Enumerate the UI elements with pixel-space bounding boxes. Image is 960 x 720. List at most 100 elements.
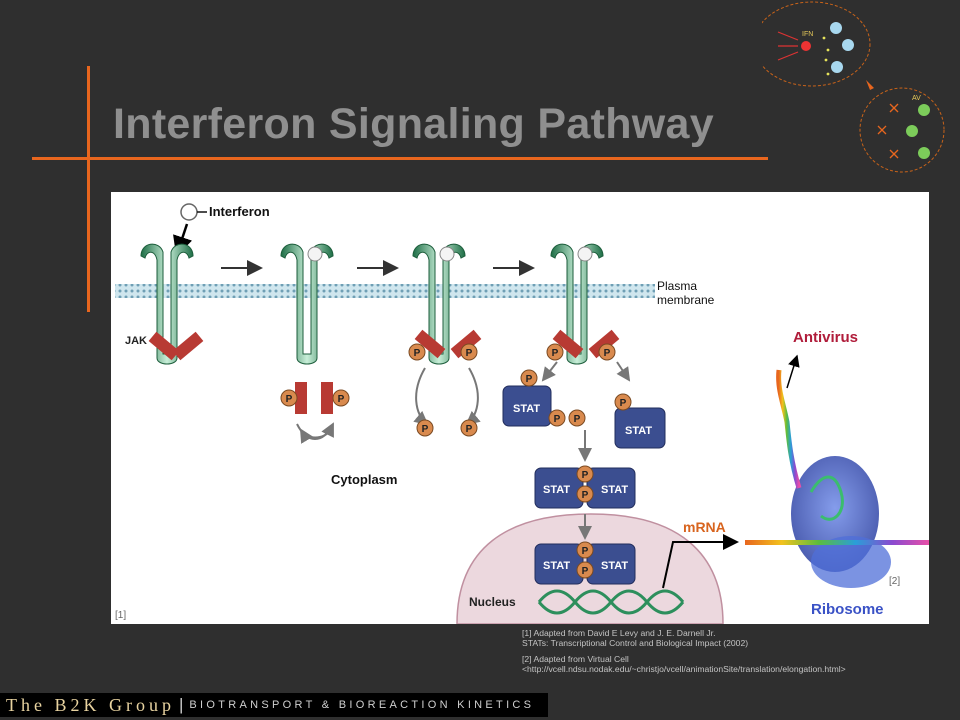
nucleus-label: Nucleus	[469, 595, 516, 609]
stat-label: STAT	[625, 425, 652, 437]
protected-cell	[918, 104, 930, 116]
bound-interferon	[439, 246, 455, 262]
footer-tagline: BIOTRANSPORT & BIOREACTION KINETICS	[189, 699, 535, 711]
av-label: AV	[912, 95, 921, 102]
phosphate-group	[576, 541, 594, 559]
phosphate-group	[576, 561, 594, 579]
reference-1: [1] Adapted from David E Levy and J. E. …	[522, 628, 749, 648]
jak-kinase	[552, 329, 584, 359]
phosphate-label: P	[574, 414, 581, 425]
phosphate-label: P	[582, 546, 589, 557]
stat-label: STAT	[543, 560, 570, 572]
phosphate-label: P	[466, 424, 473, 435]
bound-interferon	[577, 246, 593, 262]
bound-interferon	[307, 246, 323, 262]
phosphate-group	[408, 343, 426, 361]
footer-brand: The B2K Group	[6, 694, 175, 715]
dna-strand	[537, 589, 685, 615]
pathway-figure: Plasma membrane Nucleus Interferon JAK	[111, 192, 929, 624]
ifn-source-cell	[801, 41, 811, 51]
transition-arrow-icon	[866, 80, 874, 90]
phosphate-label: P	[582, 490, 589, 501]
jak-kinase	[588, 329, 620, 359]
antivirus-label: Antivirus	[793, 329, 858, 346]
receptor	[280, 243, 334, 365]
phosphate-label: P	[554, 414, 561, 425]
footer-separator: |	[178, 695, 184, 714]
signal-arrow	[777, 31, 799, 41]
protected-cell	[918, 147, 930, 159]
phosphate-group	[460, 419, 478, 437]
transcription-arrow	[662, 534, 739, 589]
jak-kinase	[450, 329, 482, 359]
phosphate-group	[460, 343, 478, 361]
phosphate-label: P	[582, 470, 589, 481]
av-cell-outline	[859, 87, 945, 173]
ifn-cell-outline	[762, 1, 871, 87]
cell-response-graphic: IFN AV	[762, 1, 945, 173]
phosphate-group	[548, 409, 566, 427]
phosphate-group	[332, 389, 350, 407]
phosphate-label: P	[526, 374, 533, 385]
accent-vertical-line	[87, 66, 90, 312]
membrane-label: membrane	[657, 293, 715, 307]
phosphate-label: P	[552, 348, 559, 359]
interferon-label: Interferon	[209, 204, 270, 219]
references: [1] Adapted from David E Levy and J. E. …	[522, 628, 952, 680]
phosphate-group	[520, 369, 538, 387]
blocked-virus-icon	[877, 103, 899, 159]
target-cell	[831, 61, 843, 73]
phosphate-label: P	[582, 566, 589, 577]
pathway-diagram: Plasma membrane Nucleus Interferon JAK	[115, 203, 929, 624]
phosphate-label: P	[338, 394, 345, 405]
membrane-label: Plasma	[657, 279, 697, 293]
stat-protein	[614, 407, 666, 449]
jak-kinase	[295, 382, 307, 414]
jak-kinase	[172, 331, 204, 361]
ribosome-label: Ribosome	[811, 601, 884, 618]
accent-horizontal-line	[32, 157, 768, 160]
stat-label: STAT	[513, 403, 540, 415]
phosphate-label: P	[604, 348, 611, 359]
stat-label: STAT	[543, 484, 570, 496]
jak-label: JAK	[125, 335, 147, 347]
phosphate-group	[280, 389, 298, 407]
jak-kinase	[321, 382, 333, 414]
reference-mark: [2]	[889, 576, 900, 587]
phosphate-label: P	[286, 394, 293, 405]
plasma-membrane	[115, 284, 655, 298]
cytoplasm-label: Cytoplasm	[331, 472, 397, 487]
polypeptide-chain	[776, 369, 802, 489]
protected-cell	[906, 125, 918, 137]
stat-label: STAT	[601, 560, 628, 572]
phosphate-label: P	[620, 398, 627, 409]
phosphate-group	[598, 343, 616, 361]
interferon-molecule	[180, 203, 198, 221]
phosphate-label: P	[414, 348, 421, 359]
phosphate-group	[576, 465, 594, 483]
mrna-strand	[745, 540, 929, 545]
phosphate-label: P	[422, 424, 429, 435]
target-cell	[842, 39, 854, 51]
reference-mark: [1]	[115, 610, 126, 621]
translation-arrow	[786, 354, 800, 389]
signal-arrow	[777, 51, 799, 61]
footer-bar: The B2K Group | BIOTRANSPORT & BIOREACTI…	[0, 693, 548, 717]
reference-2: [2] Adapted from Virtual Cell <http://vc…	[522, 654, 846, 674]
jak-kinase	[414, 329, 446, 359]
jak-kinase	[148, 331, 180, 361]
phosphate-group	[546, 343, 564, 361]
stat-label: STAT	[601, 484, 628, 496]
phosphate-group	[576, 485, 594, 503]
trna	[809, 475, 844, 521]
phosphate-group	[568, 409, 586, 427]
phosphate-label: P	[466, 348, 473, 359]
page-title: Interferon Signaling Pathway	[113, 100, 714, 148]
ifn-label: IFN	[802, 31, 813, 38]
ribosome-large-unit	[811, 536, 891, 588]
phosphate-group	[416, 419, 434, 437]
target-cell	[830, 22, 842, 34]
phosphate-group	[614, 393, 632, 411]
mrna-label: mRNA	[683, 519, 726, 535]
